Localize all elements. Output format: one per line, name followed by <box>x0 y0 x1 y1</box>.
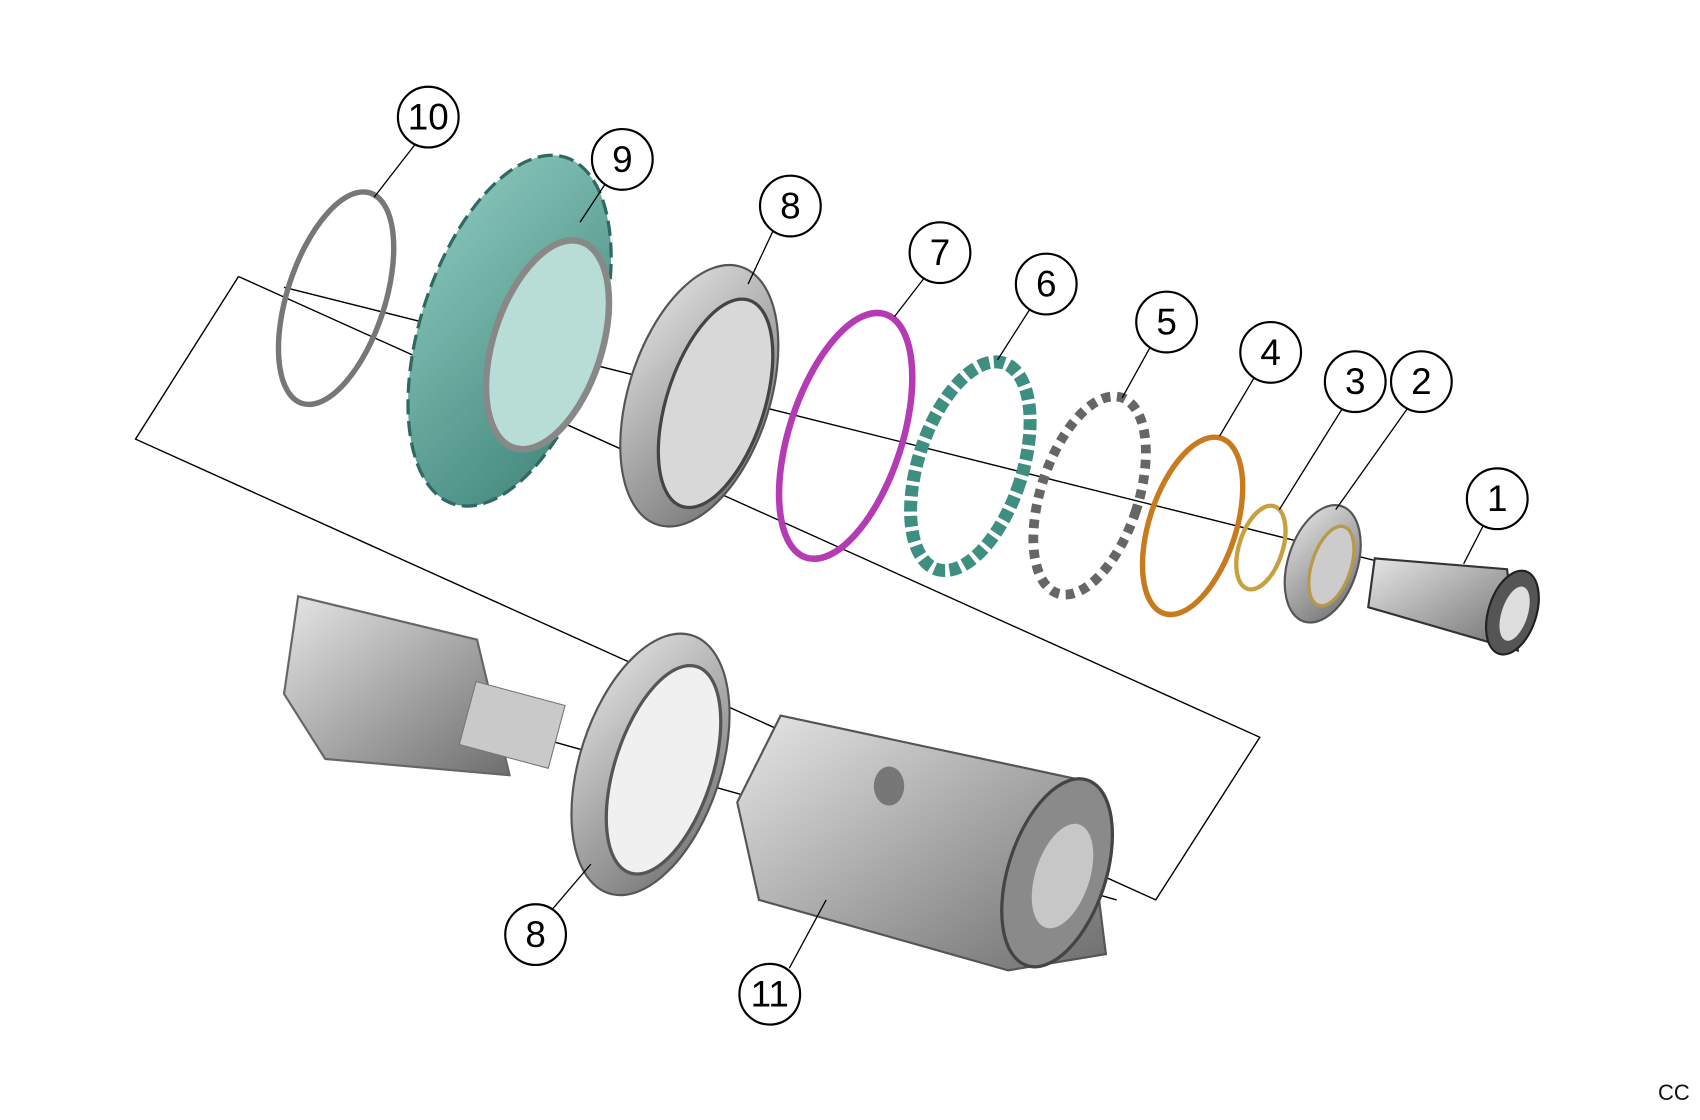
part-11-housing <box>736 714 1115 972</box>
part-2-small-bearing <box>1283 503 1362 624</box>
svg-text:10: 10 <box>408 97 449 138</box>
callout-3: 3 <box>1323 350 1387 414</box>
svg-text:1: 1 <box>1487 478 1508 519</box>
corner-code: CC <box>1658 1080 1690 1105</box>
part-1-shaft <box>1367 557 1540 656</box>
svg-text:8: 8 <box>780 186 801 227</box>
callout-6: 6 <box>1014 252 1078 316</box>
callout-9: 9 <box>590 127 654 191</box>
assembly-frame <box>134 275 1261 901</box>
svg-text:9: 9 <box>612 139 633 180</box>
part-7-seal-ring <box>775 309 916 563</box>
part-5-toothed-ring <box>1028 391 1151 600</box>
svg-text:3: 3 <box>1345 361 1366 402</box>
callout-11: 11 <box>738 962 802 1026</box>
svg-text:5: 5 <box>1156 302 1177 343</box>
svg-text:4: 4 <box>1260 332 1280 373</box>
callout-2: 2 <box>1389 350 1453 414</box>
callout-8-upper: 8 <box>758 174 822 238</box>
part-4-ring <box>1139 434 1246 618</box>
callout-7: 7 <box>908 221 972 285</box>
svg-text:6: 6 <box>1036 264 1057 305</box>
svg-text:8: 8 <box>525 914 546 955</box>
part-10-snap-ring <box>275 189 397 408</box>
differential-carrier <box>282 594 566 777</box>
svg-text:11: 11 <box>751 974 789 1015</box>
leader-lines <box>373 143 1484 969</box>
svg-text:2: 2 <box>1411 361 1431 402</box>
callout-1: 1 <box>1465 467 1529 531</box>
part-8-bearing-lower <box>570 632 731 897</box>
part-8-bearing-upper <box>619 263 780 528</box>
callout-8-lower: 8 <box>504 903 568 967</box>
callout-4: 4 <box>1239 320 1303 384</box>
svg-text:7: 7 <box>930 232 951 273</box>
callout-5: 5 <box>1135 290 1199 354</box>
part-9-ring-gear <box>406 153 613 508</box>
part-3-small-ring <box>1234 503 1288 592</box>
callout-10: 10 <box>396 85 460 149</box>
part-6-synchro-ring <box>904 355 1037 578</box>
